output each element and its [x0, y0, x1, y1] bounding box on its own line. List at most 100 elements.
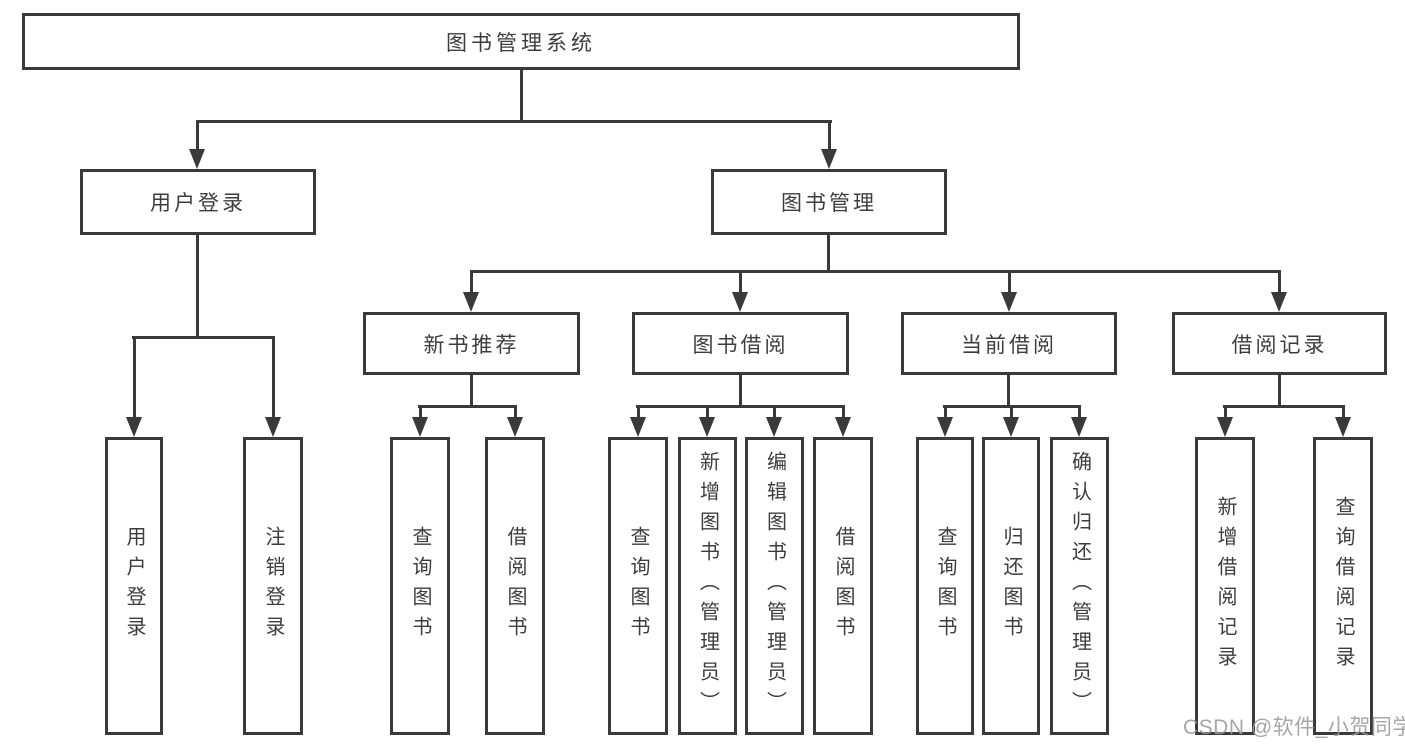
- leaf-confirm-return-admin-label: 确认归还（管理员）: [1068, 451, 1091, 721]
- leaf-query-borrow-record-label: 查询借阅记录: [1332, 496, 1354, 676]
- arrow-shaft: [772, 405, 776, 417]
- connector-arrow: [937, 405, 953, 437]
- node-borrow-records-label: 借阅记录: [1231, 333, 1328, 357]
- connector-arrow: [821, 120, 837, 169]
- arrow-down-icon: [937, 417, 953, 437]
- leaf-query-books-current-label: 查询图书: [934, 526, 956, 646]
- leaf-edit-book-admin: 编辑图书（管理员）: [745, 437, 804, 735]
- arrow-down-icon: [1271, 292, 1287, 312]
- leaf-borrow-books-borrow: 借阅图书: [813, 437, 873, 735]
- connector-arrow: [732, 270, 748, 312]
- connector-stem: [520, 70, 523, 120]
- node-user-login-label: 用户登录: [150, 192, 246, 215]
- arrow-shaft: [1277, 270, 1281, 292]
- leaf-user-login: 用户登录: [105, 437, 163, 735]
- connector-arrow: [507, 405, 523, 437]
- leaf-edit-book-admin-label: 编辑图书（管理员）: [763, 451, 786, 721]
- connector-arrow: [189, 120, 205, 169]
- arrow-down-icon: [732, 292, 748, 312]
- arrow-shaft: [943, 405, 947, 417]
- node-book-management-label: 图书管理: [781, 192, 877, 215]
- connector-hline: [1223, 405, 1345, 408]
- leaf-query-books-recommend: 查询图书: [390, 437, 450, 735]
- connector-hline: [132, 336, 275, 339]
- arrow-down-icon: [1001, 292, 1017, 312]
- arrow-down-icon: [126, 417, 142, 437]
- leaf-logout: 注销登录: [243, 437, 303, 735]
- arrow-shaft: [841, 405, 845, 417]
- arrow-shaft: [1341, 405, 1345, 417]
- leaf-borrow-books-recommend-label: 借阅图书: [504, 526, 526, 646]
- connector-stem: [1007, 375, 1010, 405]
- node-book-management: 图书管理: [711, 169, 947, 235]
- arrow-shaft: [1009, 405, 1013, 417]
- connector-arrow: [1003, 405, 1019, 437]
- arrow-down-icon: [189, 149, 205, 169]
- leaf-query-books-current: 查询图书: [916, 437, 974, 735]
- leaf-query-books-recommend-label: 查询图书: [409, 526, 431, 646]
- connector-arrow: [835, 405, 851, 437]
- arrow-down-icon: [463, 292, 479, 312]
- connector-arrow: [1335, 405, 1351, 437]
- arrow-shaft: [1077, 405, 1081, 417]
- arrow-down-icon: [821, 149, 837, 169]
- leaf-borrow-books-borrow-label: 借阅图书: [832, 526, 854, 646]
- leaf-add-borrow-record-label: 新增借阅记录: [1214, 496, 1236, 676]
- node-new-book-recommend: 新书推荐: [363, 312, 580, 375]
- connector-arrow: [126, 336, 142, 437]
- leaf-confirm-return-admin: 确认归还（管理员）: [1050, 437, 1109, 735]
- node-user-login: 用户登录: [80, 169, 316, 235]
- arrow-shaft: [469, 270, 473, 292]
- connector-hline: [636, 405, 845, 408]
- connector-arrow: [1001, 270, 1017, 312]
- arrow-down-icon: [507, 417, 523, 437]
- arrow-shaft: [418, 405, 422, 417]
- csdn-watermark: CSDN @软件_小贺同学: [1183, 716, 1405, 739]
- node-book-borrow-label: 图书借阅: [692, 333, 789, 357]
- leaf-return-books-label: 归还图书: [1000, 526, 1022, 646]
- arrow-down-icon: [835, 417, 851, 437]
- connector-stem: [470, 375, 473, 405]
- connector-arrow: [766, 405, 782, 437]
- arrow-down-icon: [766, 417, 782, 437]
- leaf-add-book-admin-label: 新增图书（管理员）: [696, 451, 719, 721]
- connector-arrow: [630, 405, 646, 437]
- leaf-borrow-books-recommend: 借阅图书: [485, 437, 545, 735]
- connector-stem: [739, 375, 742, 405]
- node-book-borrow: 图书借阅: [632, 312, 849, 375]
- connector-arrow: [265, 336, 281, 437]
- arrow-down-icon: [412, 417, 428, 437]
- node-new-book-recommend-label: 新书推荐: [423, 333, 520, 357]
- connector-stem: [1278, 375, 1281, 405]
- arrow-shaft: [705, 405, 709, 417]
- connector-arrow: [1071, 405, 1087, 437]
- connector-stem: [196, 235, 199, 336]
- connector-stem: [827, 235, 830, 270]
- node-current-borrow: 当前借阅: [901, 312, 1117, 375]
- arrow-down-icon: [1217, 417, 1233, 437]
- leaf-add-borrow-record: 新增借阅记录: [1195, 437, 1255, 735]
- connector-hline: [418, 405, 517, 408]
- connector-arrow: [1271, 270, 1287, 312]
- connector-hline: [470, 270, 1281, 273]
- leaf-add-book-admin: 新增图书（管理员）: [678, 437, 737, 735]
- leaf-query-books-borrow: 查询图书: [608, 437, 668, 735]
- leaf-query-borrow-record: 查询借阅记录: [1313, 437, 1373, 735]
- leaf-return-books: 归还图书: [982, 437, 1040, 735]
- node-root-label: 图书管理系统: [446, 31, 596, 55]
- arrow-shaft: [738, 270, 742, 292]
- arrow-down-icon: [1071, 417, 1087, 437]
- arrow-down-icon: [1003, 417, 1019, 437]
- leaf-user-login-label: 用户登录: [123, 526, 145, 646]
- connector-arrow: [1217, 405, 1233, 437]
- node-current-borrow-label: 当前借阅: [961, 333, 1057, 357]
- arrow-shaft: [513, 405, 517, 417]
- leaf-logout-label: 注销登录: [262, 526, 284, 646]
- node-root: 图书管理系统: [22, 13, 1020, 70]
- connector-arrow: [699, 405, 715, 437]
- arrow-shaft: [827, 120, 831, 149]
- connector-arrow: [463, 270, 479, 312]
- connector-arrow: [412, 405, 428, 437]
- arrow-down-icon: [630, 417, 646, 437]
